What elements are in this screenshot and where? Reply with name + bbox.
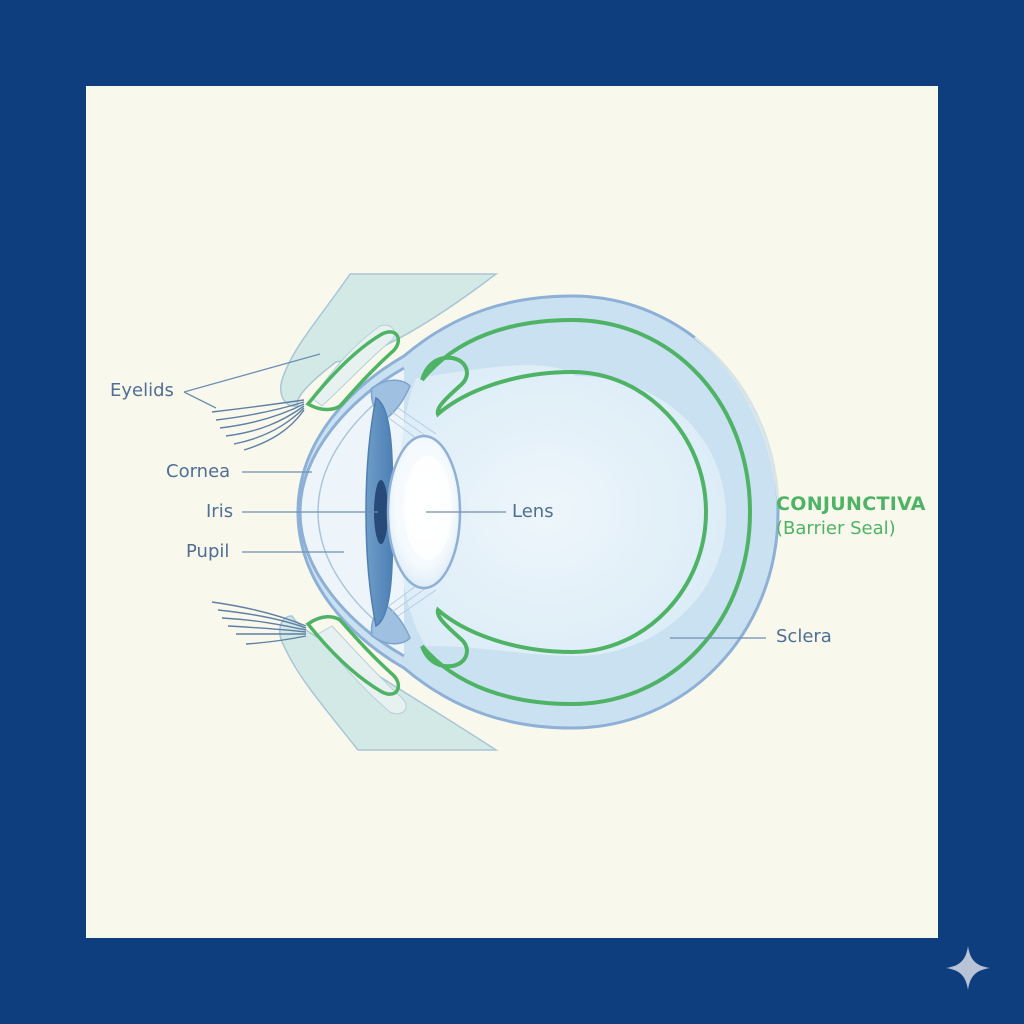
label-pupil: Pupil	[186, 541, 230, 562]
zonule-fibers	[385, 407, 437, 617]
leader-eyelids	[183, 353, 321, 409]
conjunctiva-upper-lid	[305, 330, 401, 412]
conjunctiva-inner	[420, 355, 709, 669]
label-conjunctiva: CONJUNCTIVA	[776, 493, 926, 515]
pupil	[374, 480, 388, 544]
upper-eyelashes	[211, 399, 305, 451]
sparkle-icon	[946, 946, 990, 990]
label-conjunctiva-sub: (Barrier Seal)	[776, 518, 896, 539]
conjunctiva-outer	[420, 317, 753, 707]
label-cornea: Cornea	[166, 461, 231, 482]
label-lens: Lens	[512, 501, 554, 522]
lower-eyelashes	[211, 601, 307, 645]
label-sclera: Sclera	[776, 626, 832, 647]
conjunctiva-lower-lid	[305, 615, 401, 696]
leader-lines	[183, 353, 766, 639]
diagram-panel: Eyelids Cornea Iris Pupil Lens Sclera CO…	[86, 86, 938, 938]
label-iris: Iris	[206, 501, 234, 522]
eye-diagram	[183, 273, 783, 751]
upper-eyelid-skin	[311, 324, 395, 407]
inner-chamber	[398, 365, 726, 656]
label-eyelids: Eyelids	[110, 380, 174, 401]
